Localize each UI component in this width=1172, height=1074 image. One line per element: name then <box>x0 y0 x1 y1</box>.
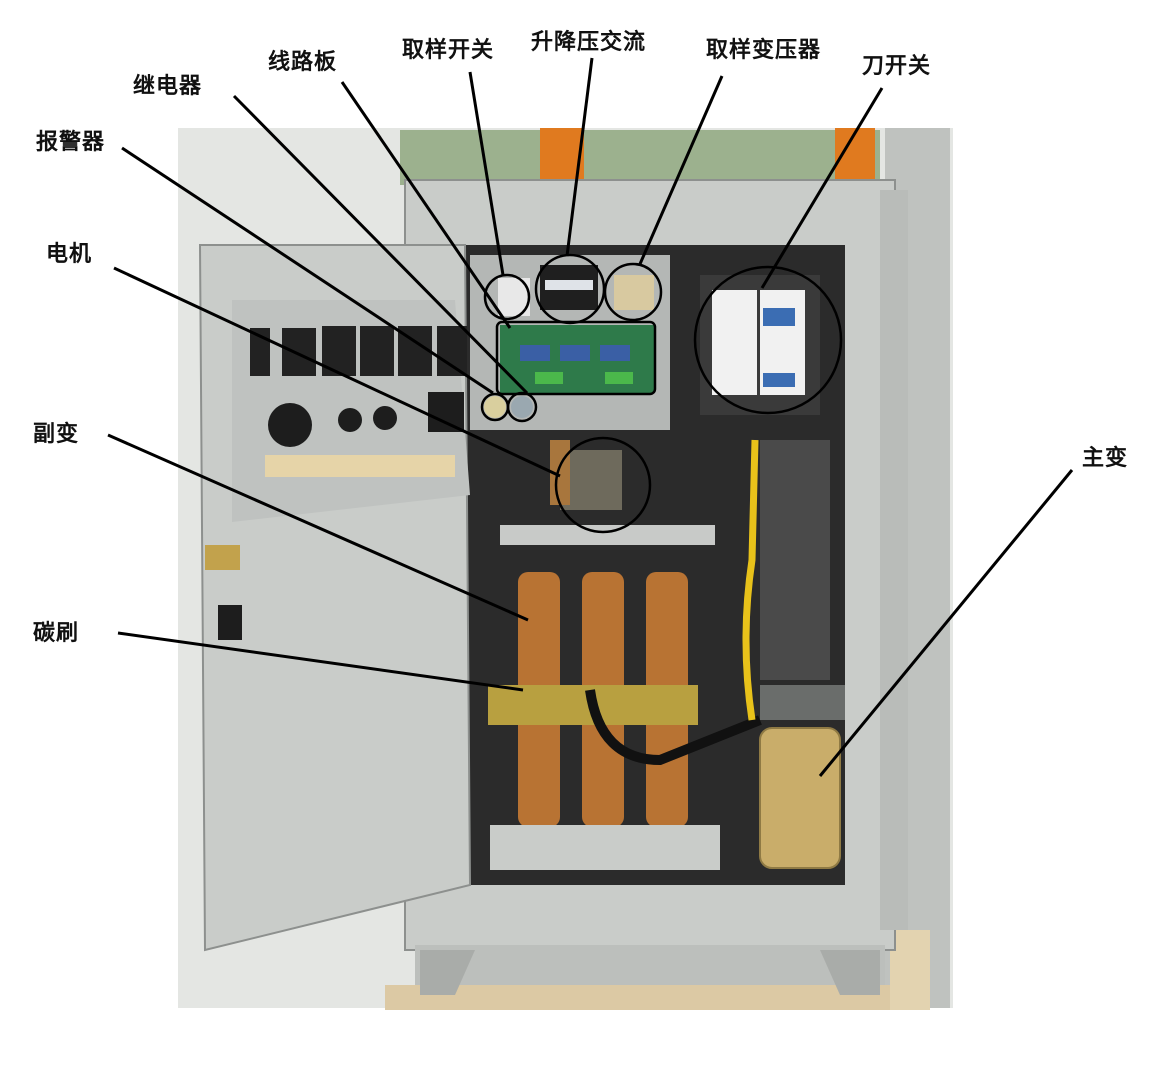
label-sampling-transformer: 取样变压器 <box>706 38 822 63</box>
label-circuit-board: 线路板 <box>268 50 338 75</box>
door-handle <box>205 545 240 570</box>
door-knob-1 <box>268 403 312 447</box>
label-alarm: 报警器 <box>36 130 106 155</box>
label-knife-switch: 刀开关 <box>862 54 932 79</box>
sampling-transformer-device <box>614 275 654 310</box>
motor-device <box>560 450 622 510</box>
label-relay: 继电器 <box>133 74 203 99</box>
line-relay <box>232 94 529 395</box>
line-carbon-brush <box>117 631 524 692</box>
label-carbon-brush: 碳刷 <box>33 621 80 646</box>
label-main-transformer: 主变 <box>1082 446 1129 471</box>
line-alarm <box>121 146 494 395</box>
callout-lines <box>107 57 1074 777</box>
label-buck-boost-ac: 升降压交流 <box>531 30 647 55</box>
callout-circles <box>480 253 843 534</box>
line-sampling-switch <box>468 71 505 276</box>
door-knob-3 <box>373 406 397 430</box>
line-knife-switch <box>760 87 884 289</box>
cabinet-side <box>880 190 908 930</box>
aux-transformer-top-frame <box>500 525 715 545</box>
yellow-wire <box>742 439 759 721</box>
cabinet-base <box>415 945 885 985</box>
alarm-device <box>484 396 506 418</box>
line-motor <box>113 266 561 478</box>
line-buck-boost <box>565 57 594 257</box>
line-main-transformer <box>818 469 1074 777</box>
line-aux-transformer <box>107 433 529 622</box>
line-sampling-transformer <box>638 75 724 265</box>
door-knob-2 <box>338 408 362 432</box>
label-sampling-switch: 取样开关 <box>402 38 495 63</box>
line-circuit-board <box>340 81 512 329</box>
label-auxiliary-transformer: 副变 <box>33 422 80 447</box>
relay-device <box>511 396 533 418</box>
main-transformer-coil <box>759 727 841 869</box>
label-motor: 电机 <box>46 242 93 267</box>
knife-switch-left <box>712 290 757 395</box>
